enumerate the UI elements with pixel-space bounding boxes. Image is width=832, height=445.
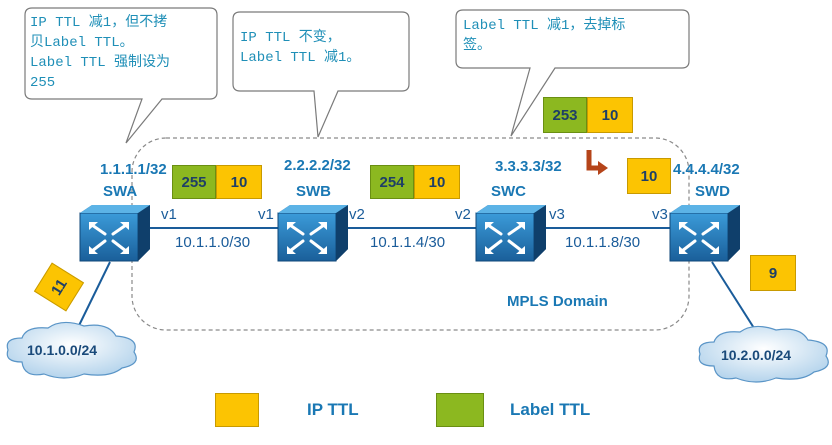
pop-ip-ttl-box: 10 <box>587 97 633 133</box>
mpls-domain-label: MPLS Domain <box>507 293 608 310</box>
swd-address: 4.4.4.4/32 <box>673 161 740 178</box>
swd-v3-label: v3 <box>652 206 668 223</box>
legend-ip-ttl-label: IP TTL <box>307 400 359 419</box>
cloud-right <box>698 325 829 383</box>
link-cd-subnet: 10.1.1.8/30 <box>565 234 641 251</box>
link-ab-subnet: 10.1.1.0/30 <box>175 234 251 251</box>
swc-address: 3.3.3.3/32 <box>495 158 562 175</box>
bc-ip-ttl-value: 10 <box>428 173 446 191</box>
callout-swc <box>455 9 690 137</box>
left-network-label: 10.1.0.0/24 <box>27 342 98 358</box>
callout-swa-text: IP TTL 减1，但不拷 贝Label TTL。 Label TTL 强制设为… <box>30 15 171 91</box>
callout-swc-text: Label TTL 减1，去掉标 签。 <box>463 18 626 54</box>
legend-label-ttl-label: Label TTL <box>510 400 591 419</box>
legend-label-ttl-swatch <box>436 393 484 427</box>
router-swb <box>276 203 350 263</box>
swb-v2-label: v2 <box>349 206 365 223</box>
swd-name: SWD <box>695 183 730 200</box>
link-bc-subnet: 10.1.1.4/30 <box>370 234 446 251</box>
swb-name: SWB <box>296 183 331 200</box>
callout-swa <box>24 7 218 144</box>
callout-swb <box>232 11 410 138</box>
callout-swb-text: IP TTL 不变， Label TTL 减1。 <box>240 30 361 66</box>
ab-ip-ttl-value: 10 <box>230 173 248 191</box>
swc-name: SWC <box>491 183 526 200</box>
pop-ip-ttl-value: 10 <box>601 106 619 124</box>
cd-ip-ttl-box: 10 <box>627 158 671 194</box>
egress-ip-ttl-value: 9 <box>768 264 778 282</box>
cd-ip-ttl-value: 10 <box>640 167 658 185</box>
ingress-ip-ttl-value: 11 <box>47 275 71 299</box>
legend-ip-ttl-swatch <box>215 393 259 427</box>
bc-label-ttl-box: 254 <box>370 165 414 199</box>
ab-label-ttl-value: 255 <box>181 173 207 191</box>
router-swc <box>474 203 548 263</box>
swc-v3-label: v3 <box>549 206 565 223</box>
router-swd <box>668 203 742 263</box>
swa-v1-label: v1 <box>161 206 177 223</box>
swb-v1-label: v1 <box>258 206 274 223</box>
bc-ip-ttl-box: 10 <box>414 165 460 199</box>
cloud-left <box>6 321 137 379</box>
swa-address: 1.1.1.1/32 <box>100 161 167 178</box>
ab-label-ttl-box: 255 <box>172 165 216 199</box>
swc-v2-label: v2 <box>455 206 471 223</box>
right-network-label: 10.2.0.0/24 <box>721 347 792 363</box>
swb-address: 2.2.2.2/32 <box>284 157 351 174</box>
pop-label-ttl-value: 253 <box>552 106 578 124</box>
bc-label-ttl-value: 254 <box>379 173 405 191</box>
router-swa <box>78 203 152 263</box>
swa-name: SWA <box>103 183 138 200</box>
pop-label-ttl-box: 253 <box>543 97 587 133</box>
egress-ip-ttl-box: 9 <box>750 255 796 291</box>
pop-arrow-icon <box>586 150 608 175</box>
ab-ip-ttl-box: 10 <box>216 165 262 199</box>
